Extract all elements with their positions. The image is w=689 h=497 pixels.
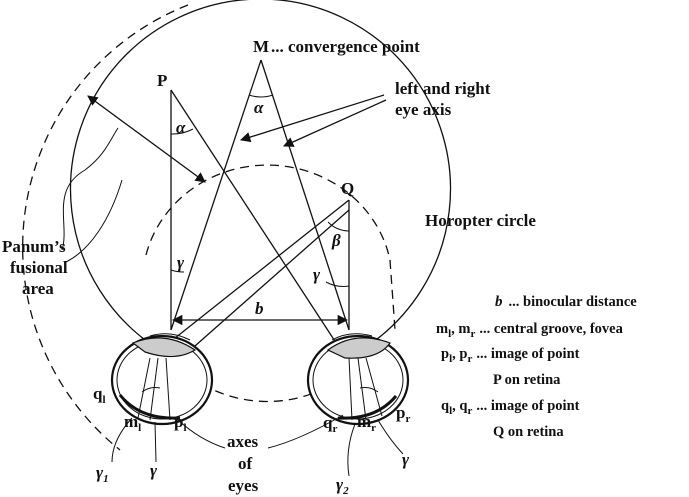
label-convergence: ... convergence point xyxy=(271,37,420,56)
label-panum-2: fusional xyxy=(10,258,68,277)
label-m-l: ml xyxy=(124,412,141,434)
label-p: P xyxy=(157,71,167,90)
legend-row-q: ql, qr... image of point xyxy=(441,398,580,417)
beta-arc-q xyxy=(327,221,350,232)
label-q-r: qr xyxy=(323,413,337,435)
label-eye-axis-2: eye axis xyxy=(395,100,452,119)
panum-outer-arc xyxy=(22,4,189,451)
legend-row-m: ml, mr... central groove, fovea xyxy=(436,321,624,340)
label-panum-3: area xyxy=(22,279,54,298)
line-p-to-right-eye xyxy=(170,89,360,379)
label-alpha-m: α xyxy=(254,98,264,117)
right-eye xyxy=(306,333,410,426)
panum-leader-line-2 xyxy=(65,179,123,263)
legend-row-q-cont: Q on retina xyxy=(493,424,564,440)
label-b: b xyxy=(255,299,264,318)
label-gamma-right: γ xyxy=(313,265,321,284)
gamma-left-leader xyxy=(154,421,157,463)
eye-axis-pointer-left xyxy=(240,94,385,143)
label-gamma2: γ2 xyxy=(336,475,349,497)
eye-axis-pointer-right xyxy=(283,99,387,147)
label-beta: β xyxy=(331,231,341,250)
axes-leader-right xyxy=(267,414,344,449)
panum-area-arrow xyxy=(87,95,206,183)
gamma-right-leader xyxy=(377,419,404,455)
right-eye-axis xyxy=(260,59,350,331)
label-gamma1: γ1 xyxy=(96,463,109,485)
axes-leader-left xyxy=(177,419,226,449)
line-q-to-left-eye xyxy=(159,199,350,351)
label-p-r: pr xyxy=(396,403,410,425)
gamma-arc-left xyxy=(170,269,185,273)
alpha-arc-m xyxy=(248,94,274,98)
panum-leader-line xyxy=(61,127,119,251)
label-m-r: mr xyxy=(357,412,376,434)
label-axes-1: axes xyxy=(227,432,259,451)
panum-inner-arc xyxy=(145,164,396,403)
label-horopter: Horopter circle xyxy=(425,211,536,230)
legend-row-p: pl, pr... image of point xyxy=(441,346,580,365)
legend-row-p-cont: P on retina xyxy=(493,372,561,388)
left-eye xyxy=(110,333,214,426)
legend-row-b: b... binocular distance xyxy=(495,294,637,310)
gamma1-leader xyxy=(111,417,133,463)
label-gamma-eye-left: γ xyxy=(150,461,158,480)
label-eye-axis-1: left and right xyxy=(395,79,491,98)
horopter-circle xyxy=(69,0,452,346)
legend: b... binocular distance ml, mr... centra… xyxy=(436,294,637,440)
label-panum-1: Panum’s xyxy=(2,237,66,256)
label-gamma-eye-right: γ xyxy=(402,450,410,469)
gamma-arc-right xyxy=(325,281,350,287)
label-p-l: pl xyxy=(174,412,187,434)
label-q-l: ql xyxy=(93,384,106,406)
label-q: Q xyxy=(341,179,354,198)
left-eye-axis xyxy=(170,59,262,331)
label-axes-3: eyes xyxy=(228,476,259,495)
label-gamma-left: γ xyxy=(177,253,185,272)
label-m: M xyxy=(253,37,269,56)
gamma2-leader xyxy=(347,423,356,477)
label-alpha-p: α xyxy=(176,118,186,137)
alpha-arc-p xyxy=(170,128,194,135)
label-axes-2: of xyxy=(238,454,253,473)
line-q-to-left-eye-lower xyxy=(169,209,350,369)
